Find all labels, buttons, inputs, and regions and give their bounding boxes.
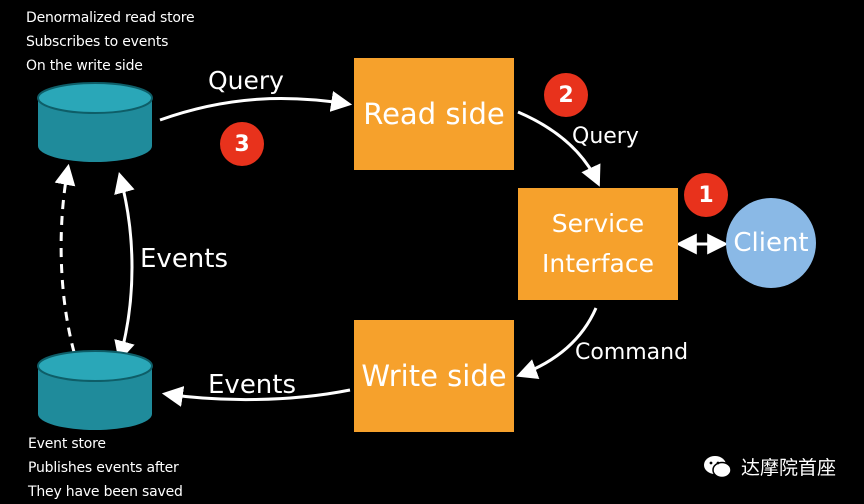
- event-store-database-icon: [37, 350, 153, 430]
- dashed-subscribe-arrow: [54, 163, 76, 353]
- query-label-right: Query: [572, 124, 639, 149]
- service-interface-box: Service Interface: [518, 188, 678, 300]
- events-bidirectional-arrow: [114, 171, 135, 363]
- read-store-caption: Denormalized read store Subscribes to ev…: [26, 6, 195, 78]
- service-interface-label-line-2: Interface: [542, 249, 654, 278]
- query-arrow-to-service: [517, 110, 601, 187]
- watermark: 达摩院首座: [703, 453, 836, 480]
- command-label: Command: [575, 340, 689, 365]
- read-store-caption-line-1: Denormalized read store: [26, 10, 195, 26]
- read-side-box: Read side: [354, 58, 514, 170]
- events-label-vertical: Events: [140, 244, 229, 274]
- step-badge-3: 3: [220, 122, 264, 166]
- step-badge-1: 1: [684, 173, 728, 217]
- events-label-bottom: Events: [208, 370, 297, 400]
- command-arrow: [516, 307, 598, 379]
- client-label: Client: [733, 228, 809, 258]
- event-store-caption-line-2: Publishes events after: [28, 460, 179, 476]
- read-side-label: Read side: [363, 97, 505, 131]
- wechat-icon: [703, 455, 732, 478]
- client-node: Client: [726, 198, 816, 288]
- step-badge-2: 2: [544, 73, 588, 117]
- query-label-top: Query: [208, 66, 284, 95]
- read-store-caption-line-3: On the write side: [26, 58, 143, 74]
- service-interface-label-line-1: Service: [551, 209, 645, 238]
- query-arrow-to-read-side: [159, 91, 353, 122]
- read-store-database-icon: [37, 82, 153, 162]
- event-store-caption-line-3: They have been saved: [28, 484, 183, 500]
- read-store-caption-line-2: Subscribes to events: [26, 34, 169, 50]
- events-arrow-to-event-store: [161, 386, 351, 407]
- write-side-box: Write side: [354, 320, 514, 432]
- write-side-label: Write side: [361, 359, 507, 393]
- watermark-text: 达摩院首座: [740, 457, 836, 479]
- event-store-caption: Event store Publishes events after They …: [28, 432, 183, 504]
- event-store-caption-line-1: Event store: [28, 436, 106, 452]
